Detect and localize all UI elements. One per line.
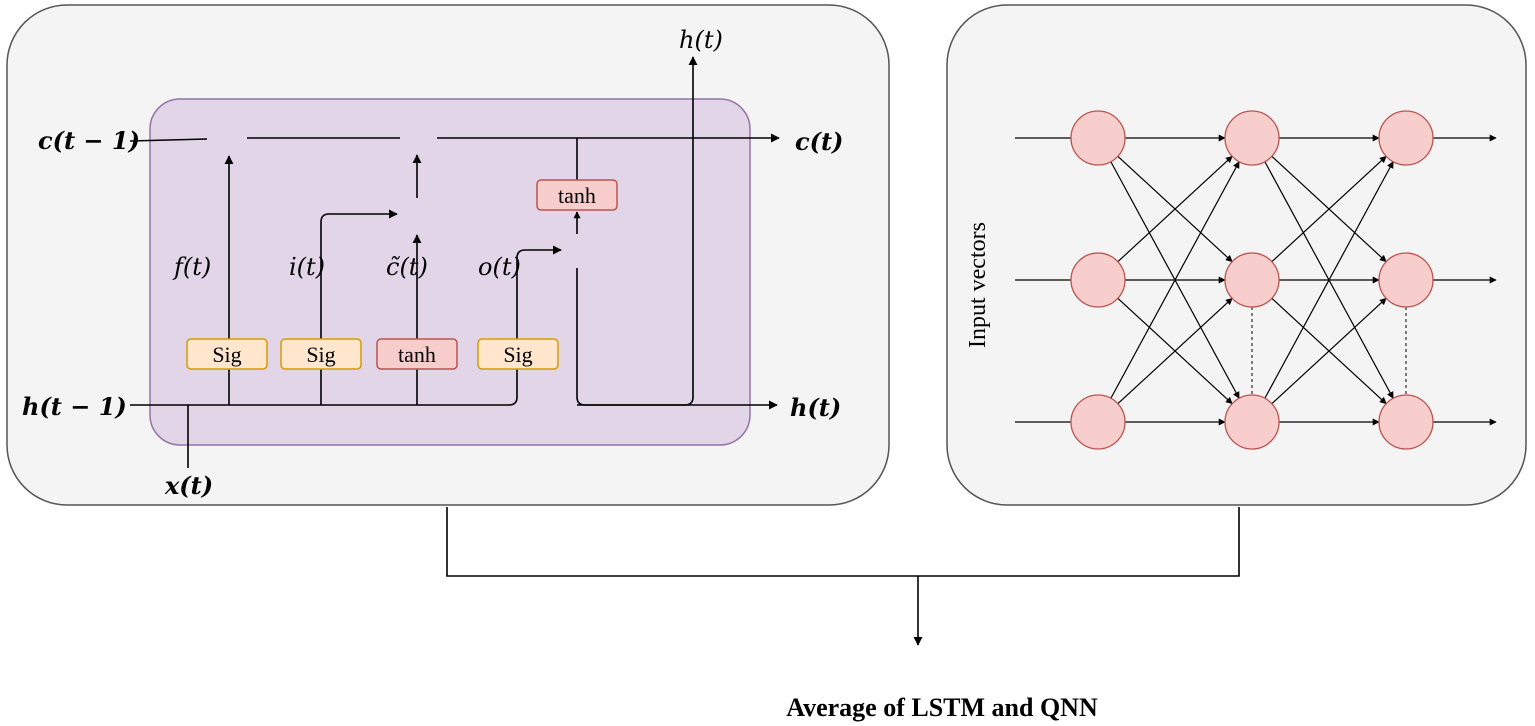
h-out-label: h(t) <box>790 393 841 422</box>
nn-node <box>1070 110 1126 166</box>
c-out-label: c(t) <box>795 127 843 156</box>
output-gate-box: Sig <box>477 338 559 370</box>
nn-node <box>1378 110 1434 166</box>
caption: Average of LSTM and QNN <box>786 693 1098 722</box>
nn-node <box>1224 110 1280 166</box>
nn-edge <box>1271 155 1387 263</box>
o-gate-label: o(t) <box>478 253 521 281</box>
nn-node <box>1378 252 1434 308</box>
i-gate-label: i(t) <box>289 253 325 281</box>
c-tilde-label: c̃(t) <box>386 253 428 281</box>
cell-tanh-label: tanh <box>558 183 596 208</box>
hidden-state-line <box>130 56 778 468</box>
nn-node <box>1378 394 1434 450</box>
nn-node <box>1224 252 1280 308</box>
candidate-tanh-label: tanh <box>398 342 436 367</box>
forget-gate-box: Sig <box>186 338 268 370</box>
c-prev-label: c(t − 1) <box>38 126 140 155</box>
x-input-label: x(t) <box>164 471 213 500</box>
input-vectors-label: Input vectors <box>965 222 991 348</box>
nn-edge <box>1264 161 1394 399</box>
merge-connector <box>446 507 1240 646</box>
output-gate-sig-label: Sig <box>503 342 532 367</box>
candidate-tanh-box: tanh <box>376 338 458 370</box>
f-gate-label: f(t) <box>172 253 211 281</box>
nn-node <box>1070 394 1126 450</box>
qnn-panel: Input vectors <box>946 4 1527 506</box>
neural-network-icon <box>1015 110 1497 450</box>
lstm-panel: Sig Sig tanh Sig tanh c(t − 1) c(t) h(t … <box>6 4 890 506</box>
cell-tanh-box: tanh <box>536 179 618 211</box>
input-gate-box: Sig <box>280 338 362 370</box>
nn-node <box>1070 252 1126 308</box>
nn-edge <box>1117 155 1233 263</box>
h-top-label: h(t) <box>679 26 723 54</box>
lstm-cell-box <box>149 98 751 446</box>
nn-edge <box>1117 297 1233 405</box>
nn-edge <box>1271 297 1387 405</box>
nn-node <box>1224 394 1280 450</box>
cell-state-line <box>129 133 780 143</box>
input-gate-sig-label: Sig <box>306 342 335 367</box>
nn-edge <box>1110 161 1240 399</box>
forget-gate-sig-label: Sig <box>212 342 241 367</box>
h-prev-label: h(t − 1) <box>22 392 127 421</box>
